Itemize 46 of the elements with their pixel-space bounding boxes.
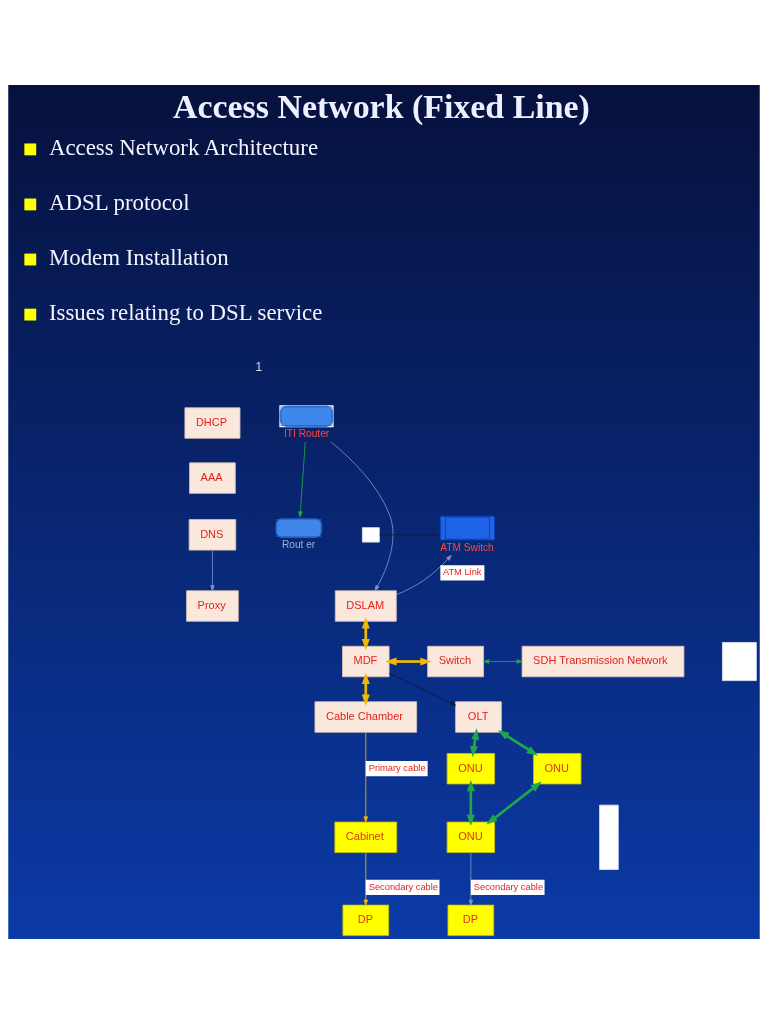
arrow [210, 550, 215, 592]
edge-label: Primary cable [368, 763, 426, 774]
node-box: Switch [427, 645, 484, 678]
arrow [385, 657, 432, 666]
node-box: Proxy [186, 590, 239, 622]
node-box: DHCP [184, 407, 241, 439]
connector [379, 534, 440, 536]
label: 1 [255, 359, 263, 374]
arrow [396, 554, 452, 596]
node-box: ONU [533, 753, 582, 785]
label: Access Network Architecture [48, 134, 319, 160]
node-box: ONU [446, 753, 495, 785]
label: ADSL protocol [48, 190, 190, 216]
node-box [361, 527, 380, 543]
arrow [363, 852, 368, 906]
node-box: DP [447, 904, 495, 937]
node-box: MDF [342, 645, 390, 678]
arrow [388, 673, 456, 706]
node-box: DNS [188, 519, 237, 551]
label: Modem Installation [48, 245, 229, 271]
arrow [486, 781, 542, 825]
node-box: DP [342, 904, 390, 937]
edge-label: Secondary cable [368, 881, 439, 892]
node-box: Cable Chamber [314, 701, 418, 733]
node-box: OLT [455, 701, 502, 733]
arrow [363, 732, 368, 823]
arrow [483, 659, 523, 664]
label: Issues relating to DSL service [48, 300, 323, 326]
arrow [298, 441, 306, 518]
node-box [599, 804, 619, 870]
node-box [722, 642, 757, 682]
node-label: ATM Switch [440, 541, 494, 553]
node-box: SDH Transmission Network [521, 645, 685, 678]
diagram-title: Access Network (Fixed Line) [173, 88, 590, 126]
arrow [468, 852, 474, 906]
arrow [497, 730, 538, 756]
node-label: ITI Router [284, 428, 330, 440]
edge-label: ATM Link [442, 567, 482, 578]
edge-label: Secondary cable [473, 881, 544, 892]
arrow [466, 780, 475, 827]
node-box: AAA [189, 462, 236, 494]
node-box: Cabinet [334, 821, 398, 853]
node-box: ONU [446, 821, 495, 853]
node-label: Rout er [281, 539, 316, 551]
node-box: DSLAM [334, 590, 397, 622]
arrow [330, 441, 394, 592]
